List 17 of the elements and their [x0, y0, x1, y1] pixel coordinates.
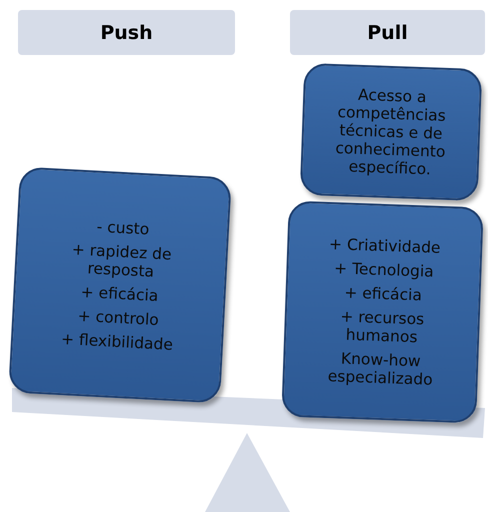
- header-band: [18, 10, 235, 55]
- header-text: Pull: [367, 22, 408, 44]
- box-text: + eficácia: [344, 284, 422, 304]
- box-text: + Criatividade: [328, 235, 441, 257]
- header-text: Push: [100, 22, 153, 44]
- box-text: + rapidez de resposta: [70, 239, 173, 283]
- box-text: - custo: [96, 218, 150, 238]
- box-text: + Tecnologia: [334, 259, 434, 281]
- rounded-box: [281, 200, 484, 424]
- box-text: Know-how especializado: [326, 348, 434, 390]
- box-text: + eficácia: [80, 282, 159, 305]
- box-text: + controlo: [77, 306, 160, 330]
- box-text: Acesso a competências técnicas e de conhecimento específico.: [334, 85, 448, 179]
- rounded-box: [300, 62, 482, 202]
- header-band: [290, 10, 485, 55]
- box-text: + flexibilidade: [60, 330, 174, 354]
- box-text: + recursos humanos: [339, 306, 426, 348]
